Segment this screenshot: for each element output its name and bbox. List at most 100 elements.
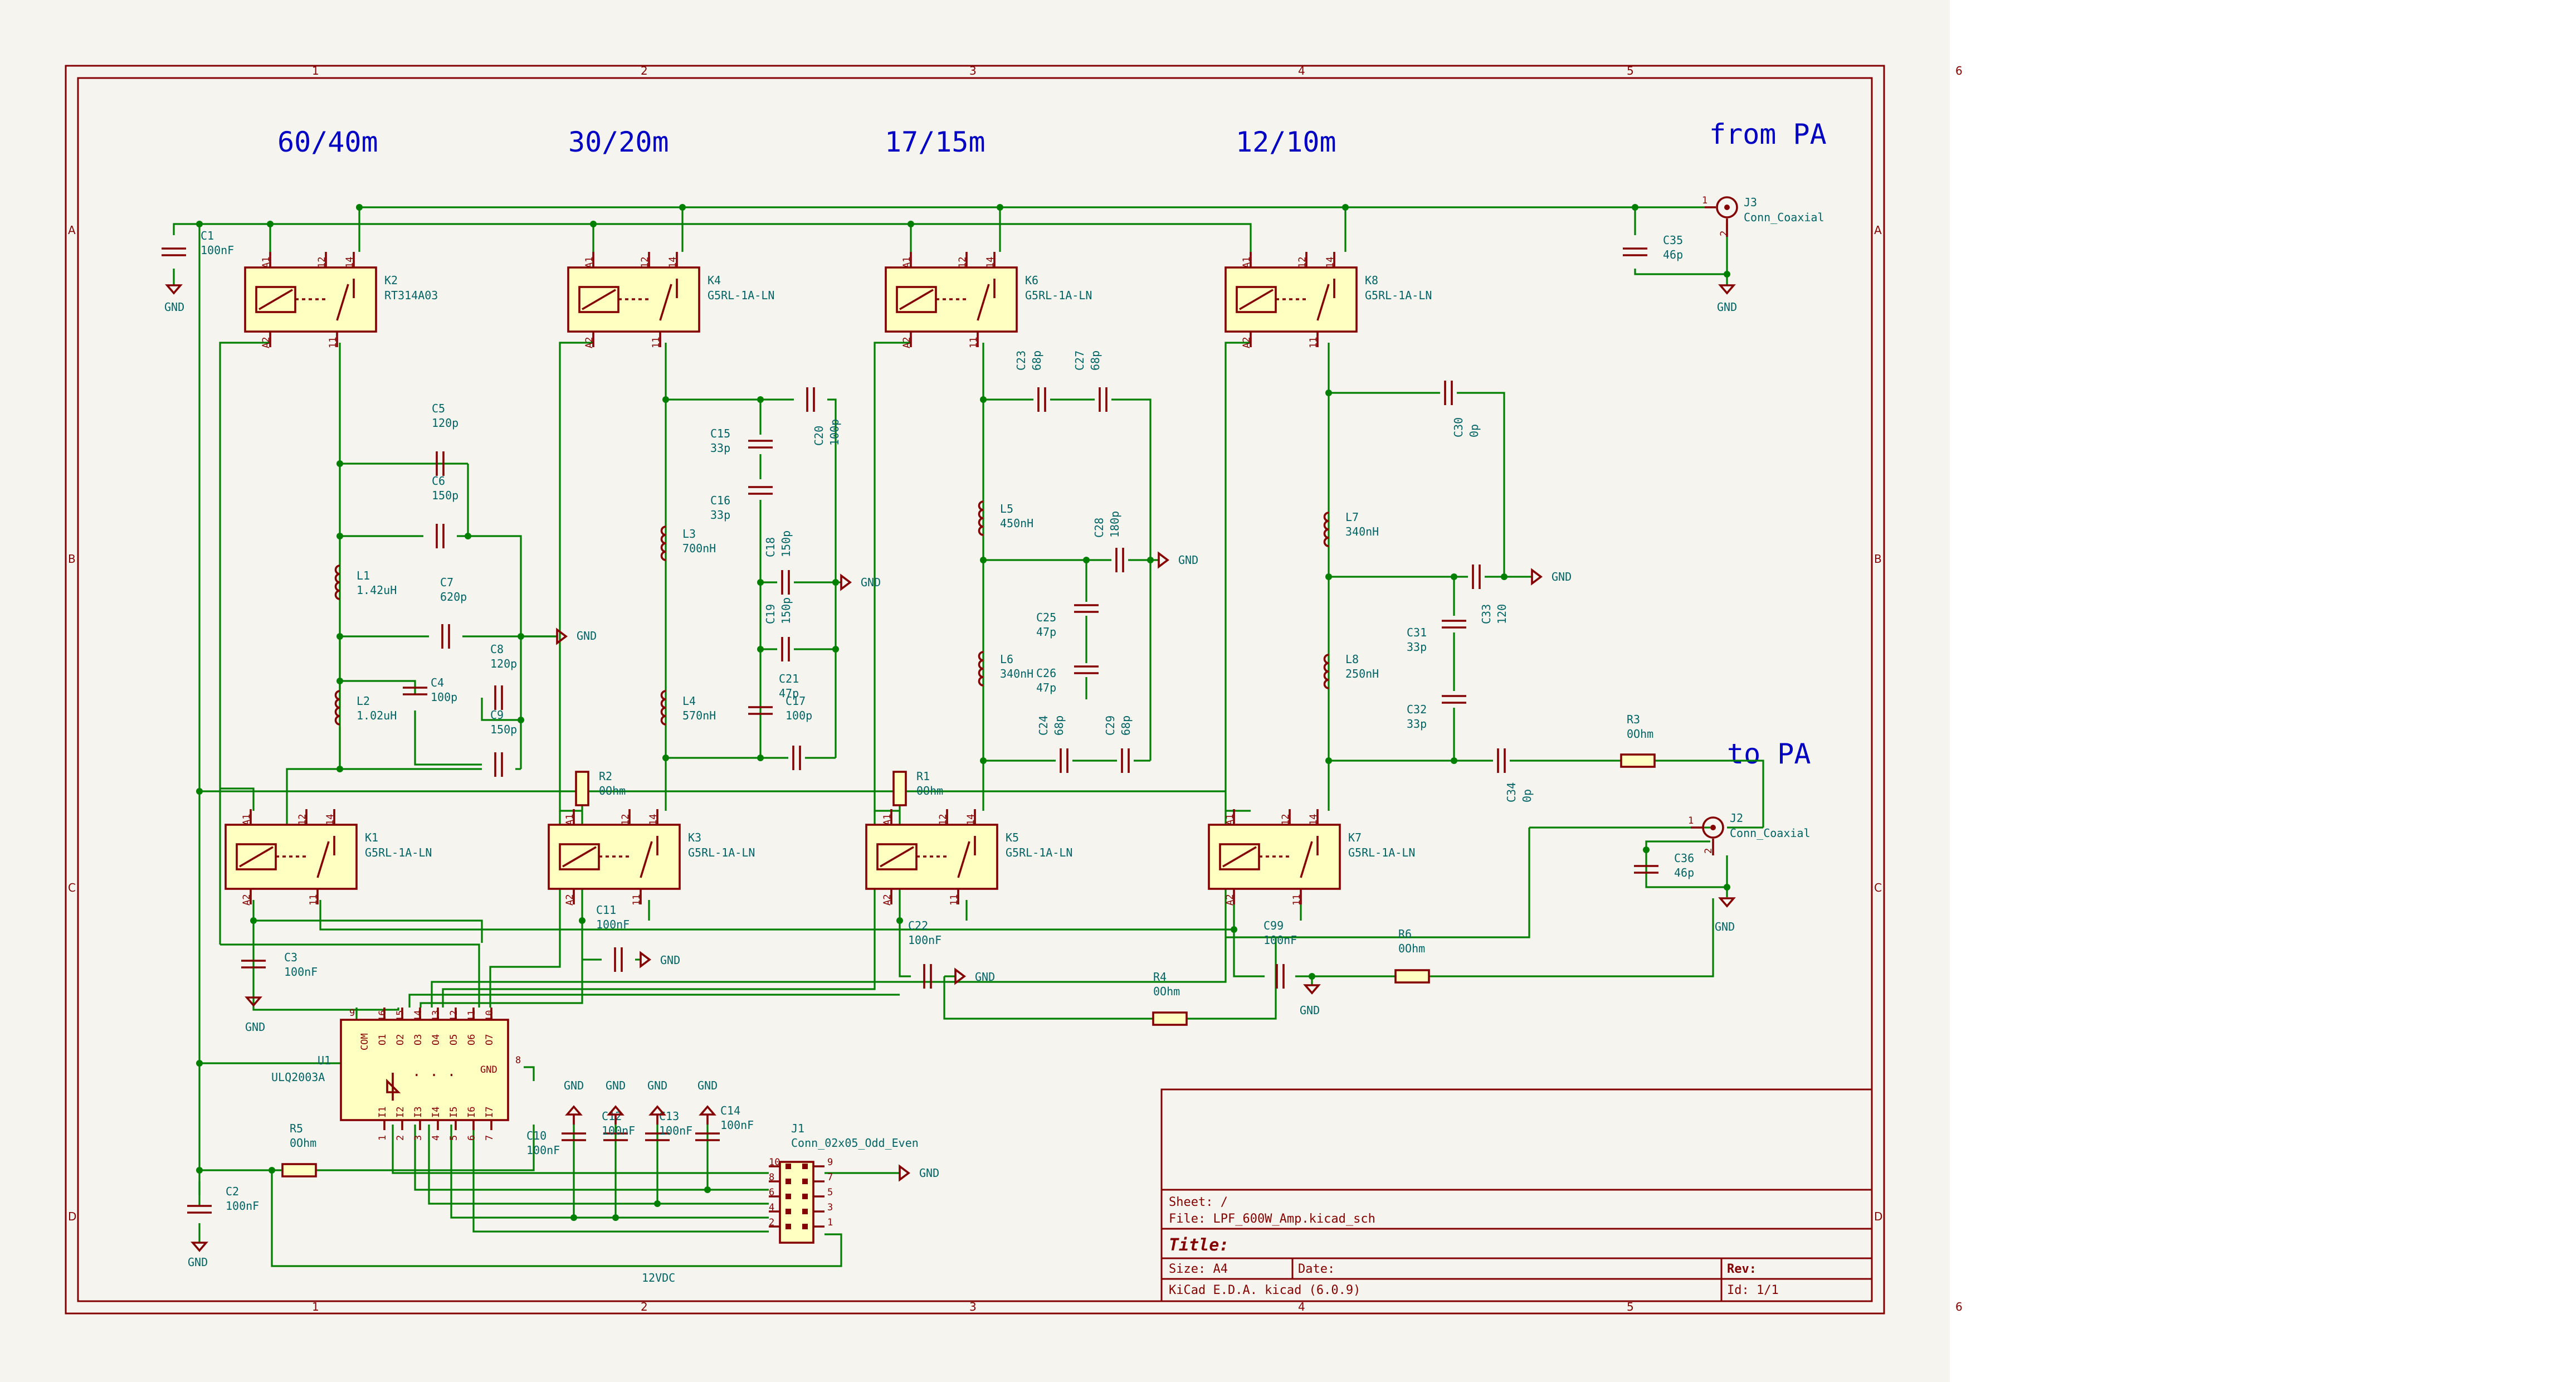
- svg-text:12: 12: [957, 257, 968, 268]
- svg-text:C8: C8: [490, 643, 504, 656]
- gnd-icon: GND: [564, 1079, 584, 1125]
- junction-dot: [336, 633, 343, 640]
- tb-title: Title:: [1169, 1235, 1229, 1255]
- svg-text:C27: C27: [1073, 351, 1086, 371]
- svg-text:0Ohm: 0Ohm: [916, 784, 943, 797]
- svg-text:100nF: 100nF: [908, 933, 941, 947]
- svg-text:A2: A2: [1241, 337, 1252, 348]
- svg-text:C11: C11: [596, 903, 616, 917]
- svg-text:C32: C32: [1407, 703, 1427, 716]
- svg-text:C1: C1: [201, 229, 214, 242]
- svg-text:I3: I3: [413, 1107, 424, 1118]
- svg-text:GND: GND: [564, 1079, 584, 1092]
- j1-ref: J1: [791, 1122, 804, 1135]
- svg-text:12: 12: [938, 814, 949, 825]
- svg-text:L8: L8: [1345, 653, 1359, 666]
- outer-border: [65, 65, 1885, 1315]
- coax-j2[interactable]: 1 2 J2 Conn_Coaxial: [1688, 811, 1811, 855]
- inductor-l1[interactable]: L11.42uH: [334, 565, 397, 600]
- svg-text:2: 2: [769, 1217, 774, 1228]
- band-label-17-15m: 17/15m: [885, 126, 985, 158]
- svg-text:C6: C6: [432, 474, 445, 488]
- svg-text:L3: L3: [682, 527, 696, 541]
- junction-dot: [1325, 757, 1332, 764]
- tb-sheet: Sheet: /: [1169, 1195, 1228, 1209]
- svg-text:14: 14: [985, 257, 996, 268]
- svg-text:C16: C16: [710, 494, 730, 507]
- svg-text:46p: 46p: [1674, 866, 1694, 879]
- svg-text:150p: 150p: [779, 597, 793, 624]
- junction-dot: [1147, 557, 1154, 563]
- junction-dot: [832, 579, 839, 586]
- title-block: Sheet: / File: LPF_600W_Amp.kicad_sch Ti…: [1160, 1088, 1873, 1302]
- coax-j3[interactable]: 1 2 J3 Conn_Coaxial: [1702, 195, 1824, 237]
- svg-text:A1: A1: [882, 814, 893, 825]
- driver-u1[interactable]: U1 ULQ2003A COM GND · · · 9 8 16O115O214…: [271, 1008, 521, 1141]
- svg-text:340nH: 340nH: [1345, 525, 1379, 538]
- inductor-l2[interactable]: L21.02uH: [334, 690, 397, 726]
- svg-text:5: 5: [448, 1135, 460, 1141]
- svg-text:100nF: 100nF: [596, 918, 630, 931]
- svg-text:11: 11: [328, 337, 339, 348]
- svg-text:C14: C14: [720, 1104, 740, 1117]
- junction-dot: [980, 396, 987, 403]
